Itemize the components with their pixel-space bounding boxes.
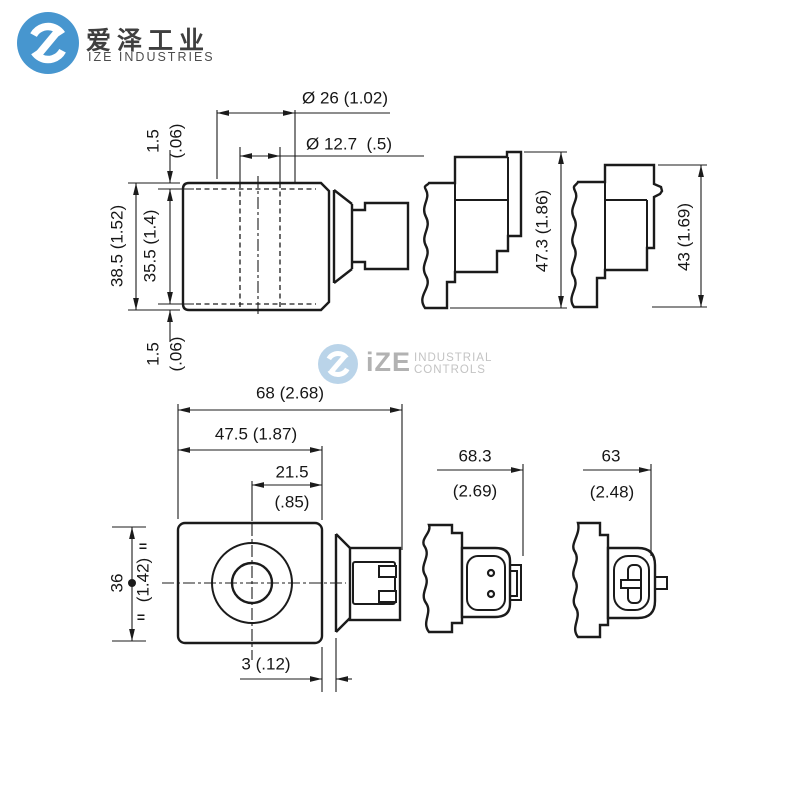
watermark-line2: CONTROLS xyxy=(414,364,486,376)
watermark-logo-icon xyxy=(318,344,358,384)
dim-body-height: 36 xyxy=(107,573,127,593)
dim-connector1-length-inch: (2.69) xyxy=(452,481,498,501)
dim-connector2-height: 43 (1.69) xyxy=(674,202,694,272)
coil-side-view xyxy=(181,176,410,317)
dim-step: 3 (.12) xyxy=(241,654,291,674)
dim-dia-inner: Ø 12.7 (.5) xyxy=(306,134,392,154)
dim-flange-bottom: 1.5 xyxy=(143,342,163,366)
dim-height-inner: 35.5 (1.4) xyxy=(140,209,160,283)
dim-connector1-height: 47.3 (1.86) xyxy=(532,189,552,273)
dim-flange-top-inch: (.06) xyxy=(166,123,186,159)
brand-name-en: IZE INDUSTRIES xyxy=(88,50,215,64)
din-connector-stem xyxy=(352,201,410,271)
dim-center-offset: 21.5 xyxy=(275,462,309,482)
ize-logo-icon xyxy=(17,12,79,74)
din-connector-front xyxy=(334,533,402,633)
metripack-connector-variant xyxy=(572,521,668,639)
hidden-bore-lines xyxy=(196,183,316,310)
brand-name-cn: 爱泽工业 xyxy=(86,27,211,55)
watermark-line1: INDUSTRIAL xyxy=(414,352,493,364)
coil-front-view xyxy=(162,481,402,660)
dim-flange-bottom-inch: (.06) xyxy=(166,336,186,372)
symmetry-mark-bottom: = xyxy=(136,609,146,625)
top-view-dimensions xyxy=(128,110,707,342)
dim-dia-outer: Ø 26 (1.02) xyxy=(302,88,388,108)
dim-body-width: 47.5 (1.87) xyxy=(214,424,298,444)
connector-variant-47-side xyxy=(421,150,523,310)
dim-connector2-length: 63 xyxy=(601,446,621,466)
watermark-brand: iZE xyxy=(366,347,412,377)
dim-center-offset-inch: (.85) xyxy=(274,492,310,512)
dim-connector1-length: 68.3 xyxy=(458,446,492,466)
dim-height-outer: 38.5 (1.52) xyxy=(107,204,127,288)
front-view-dimensions xyxy=(112,404,652,692)
dim-body-height-inch: (1.42) xyxy=(133,557,153,603)
dim-total-width: 68 (2.68) xyxy=(255,383,325,403)
connector-variant-43-side xyxy=(570,163,664,309)
symmetry-mark-top: = xyxy=(138,538,148,554)
dim-flange-top: 1.5 xyxy=(143,129,163,153)
dim-connector2-length-inch: (2.48) xyxy=(589,482,635,502)
deutsch-connector-variant xyxy=(422,523,522,634)
